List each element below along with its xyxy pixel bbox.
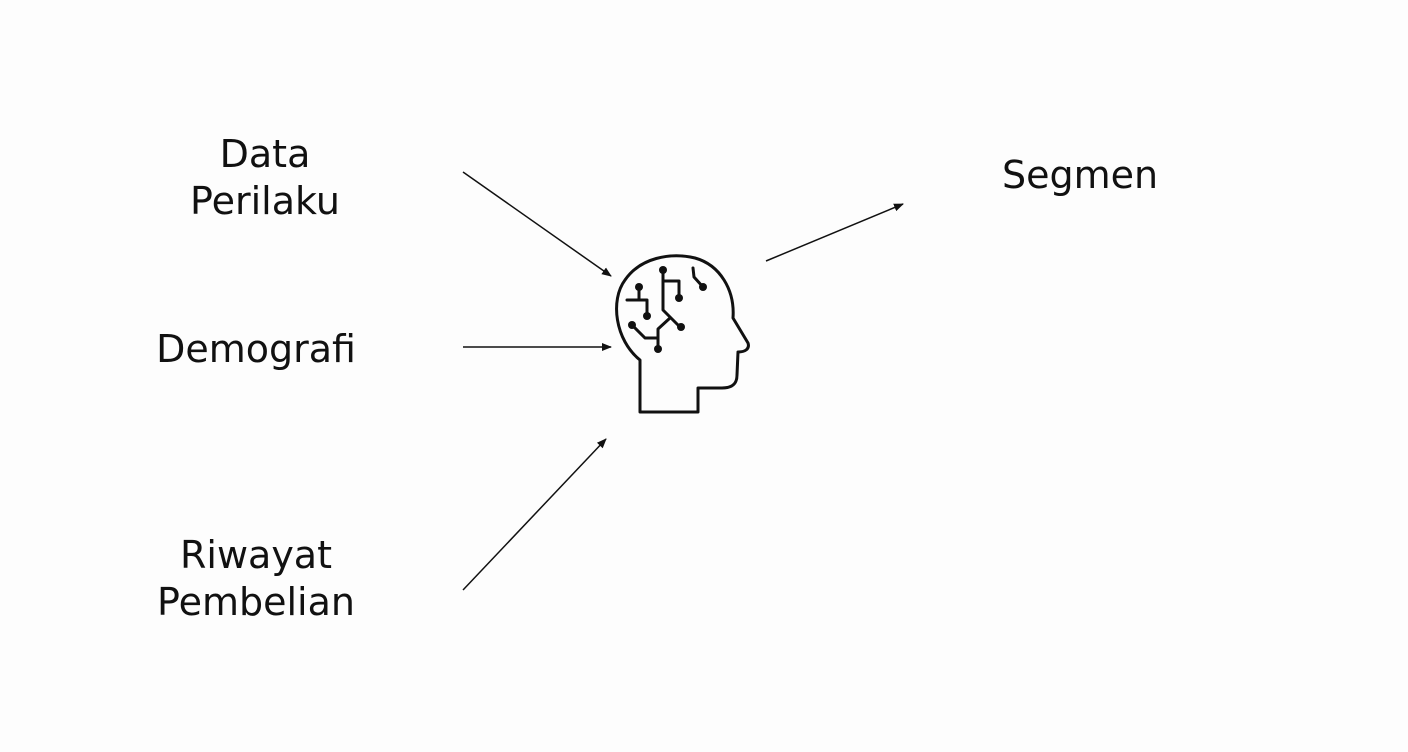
label-line: Data (219, 132, 311, 176)
label-line: Demografi (156, 327, 356, 371)
input-label-demografi: Demografi (156, 326, 356, 373)
label-line: Pembelian (157, 580, 355, 624)
output-label-segmen: Segmen (1001, 153, 1159, 197)
arrow-data-perilaku (462, 171, 612, 277)
input-label-riwayat-pembelian: Riwayat Pembelian (157, 532, 355, 626)
input-label-data-perilaku: Data Perilaku (190, 131, 340, 225)
ai-brain-head-icon (615, 254, 750, 414)
label-line: Perilaku (190, 179, 340, 223)
arrow-segmen (765, 203, 904, 262)
label-line: Riwayat (179, 533, 332, 577)
arrow-riwayat-pembelian (462, 438, 607, 591)
